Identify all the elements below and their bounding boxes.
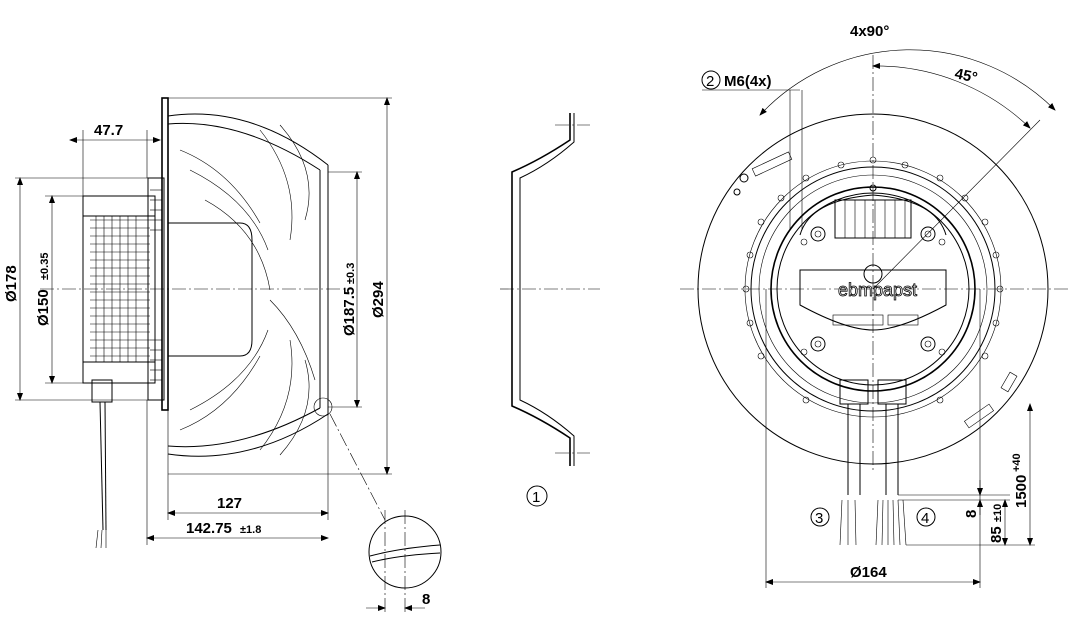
dim-150: Ø150 ±0.35	[35, 195, 83, 384]
dim-294: Ø294	[168, 97, 392, 475]
inlet-ring-view: 1	[500, 113, 600, 507]
dim-8-cable-label: 8	[963, 510, 980, 518]
motor-rim	[770, 186, 976, 392]
thread-label: M6(4x)	[724, 73, 772, 90]
dim-142-75-label: 142.75	[186, 520, 232, 537]
dim-142-75-tol: ±1.8	[240, 524, 261, 536]
dim-164: Ø164	[765, 289, 981, 588]
thread-callout-number: 2	[706, 73, 714, 90]
callout-1-circle	[526, 485, 548, 507]
detail-callout: 8	[313, 397, 442, 612]
dim-127-label: 127	[217, 495, 242, 512]
cable-length-dims: 8 85 ±10 1500 +40	[898, 403, 1035, 546]
callout-4-label: 4	[921, 510, 929, 527]
brand-plate: ebmpapst	[799, 264, 947, 331]
dim-1500-label: 1500	[1013, 475, 1030, 508]
dim-294-label: Ø294	[370, 281, 387, 318]
dim-187-5-tol: ±0.3	[345, 263, 357, 284]
impeller	[167, 113, 329, 457]
dim-142-75: 142.75 ±1.8	[146, 400, 329, 545]
side-view: 47.7 Ø178 Ø150 ±0.35 Ø187.5 ±0.3	[3, 97, 442, 612]
motor-body	[82, 97, 253, 411]
dim-150-label: Ø150	[35, 289, 52, 326]
cable	[91, 379, 113, 549]
dim-178: Ø178	[3, 177, 148, 401]
balancing-clips	[742, 156, 1004, 404]
cable-callouts: 3 4	[810, 507, 936, 527]
dim-1500-tol: +40	[1011, 453, 1023, 472]
dim-187-5: Ø187.5 ±0.3	[328, 171, 362, 408]
brand-logo: ebmpapst	[838, 280, 917, 300]
front-view: ebmpapst	[680, 23, 1070, 588]
dim-47-7: 47.7	[69, 122, 161, 196]
thread-callout: 2 M6(4x)	[701, 70, 803, 230]
dim-47-7-label: 47.7	[94, 122, 123, 139]
cable-glands	[839, 379, 907, 546]
dim-150-tol: ±0.35	[39, 253, 51, 280]
terminal-area	[799, 184, 947, 239]
callout-1-label: 1	[532, 489, 540, 506]
dim-8-detail-label: 8	[422, 591, 430, 608]
angle-4x90-label: 4x90°	[850, 23, 889, 40]
dim-85-label: 85	[988, 526, 1005, 543]
dim-178-text: Ø178	[3, 265, 20, 302]
angle-dims: 4x90° 45°	[759, 23, 1056, 290]
mounting-holes	[800, 226, 946, 356]
dim-127: 127	[167, 410, 329, 520]
dim-187-5-label: Ø187.5	[341, 287, 358, 336]
callout-3-label: 3	[815, 510, 823, 527]
dim-164-label: Ø164	[850, 564, 887, 581]
dim-85-tol: ±10	[992, 504, 1004, 522]
angle-45-label: 45°	[953, 65, 979, 86]
